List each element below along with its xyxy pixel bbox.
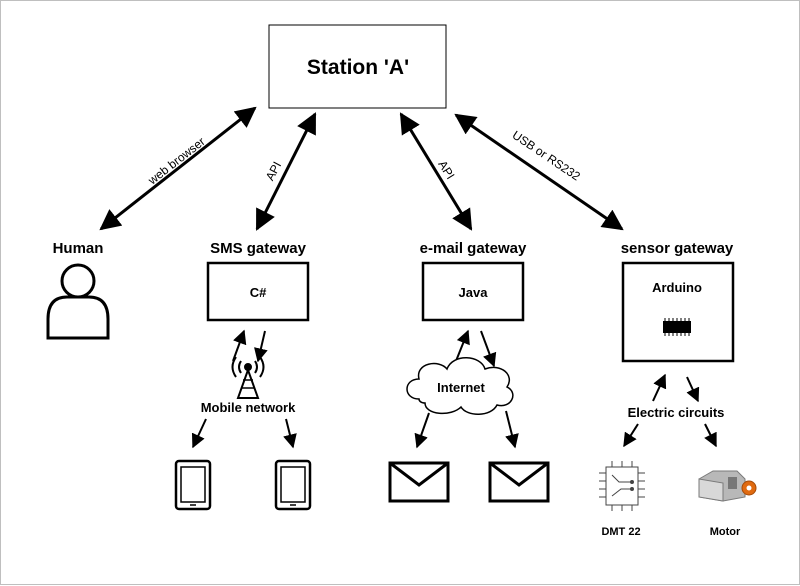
- mobile-network-label: Mobile network: [201, 400, 296, 415]
- cloud-icon: [406, 357, 514, 415]
- station-label: Station 'A': [307, 56, 409, 79]
- station-box[interactable]: [268, 24, 447, 109]
- edge-mobile-phone2: [283, 418, 297, 449]
- sensor-gateway-board: Arduino: [652, 280, 702, 295]
- dmt22-label: DMT 22: [601, 526, 640, 538]
- edge-circuits-dmt22: [623, 423, 639, 448]
- edge-sensor-station: [454, 113, 624, 231]
- edge-sms-tower-down: [254, 330, 268, 363]
- sensor-module-icon: [599, 461, 645, 511]
- edge-human-station: [99, 106, 257, 231]
- sensor-gateway-label: sensor gateway: [621, 240, 734, 257]
- sensor-gateway-box[interactable]: [621, 261, 735, 363]
- edge-internet-mail1: [414, 412, 430, 449]
- motor-icon: [698, 470, 757, 502]
- email-gateway-box[interactable]: [421, 261, 525, 322]
- human-label: Human: [53, 240, 104, 257]
- sms-gateway-label: SMS gateway: [210, 240, 307, 257]
- edge-email-internet-down: [480, 330, 497, 368]
- edge-circuits-sensor-up: [652, 373, 667, 402]
- edge-mobile-phone1: [191, 418, 207, 449]
- edge-circuits-motor: [704, 423, 717, 448]
- edge-sensor-circuits-down: [686, 376, 700, 403]
- sms-gateway-box[interactable]: [206, 261, 310, 322]
- envelope-icon: [488, 461, 550, 503]
- email-gateway-language: Java: [459, 285, 489, 300]
- envelope-icon: [388, 461, 450, 503]
- edge-label-web-browser: web browser: [145, 134, 208, 188]
- electric-circuits-label: Electric circuits: [628, 405, 725, 420]
- phone-icon: [174, 459, 212, 511]
- cell-tower-icon: [231, 356, 265, 399]
- human-icon: [46, 263, 110, 340]
- edge-email-station: [399, 112, 473, 231]
- internet-label: Internet: [437, 380, 485, 395]
- edge-tower-sms-up: [232, 329, 247, 362]
- motor-label: Motor: [710, 526, 741, 538]
- chip-icon: [663, 318, 691, 336]
- sms-gateway-language: C#: [250, 285, 267, 300]
- email-gateway-label: e-mail gateway: [420, 240, 527, 257]
- edge-sms-station: [255, 112, 317, 231]
- phone-icon: [274, 459, 312, 511]
- edge-internet-email-up: [455, 329, 470, 362]
- edge-internet-mail2: [505, 410, 519, 449]
